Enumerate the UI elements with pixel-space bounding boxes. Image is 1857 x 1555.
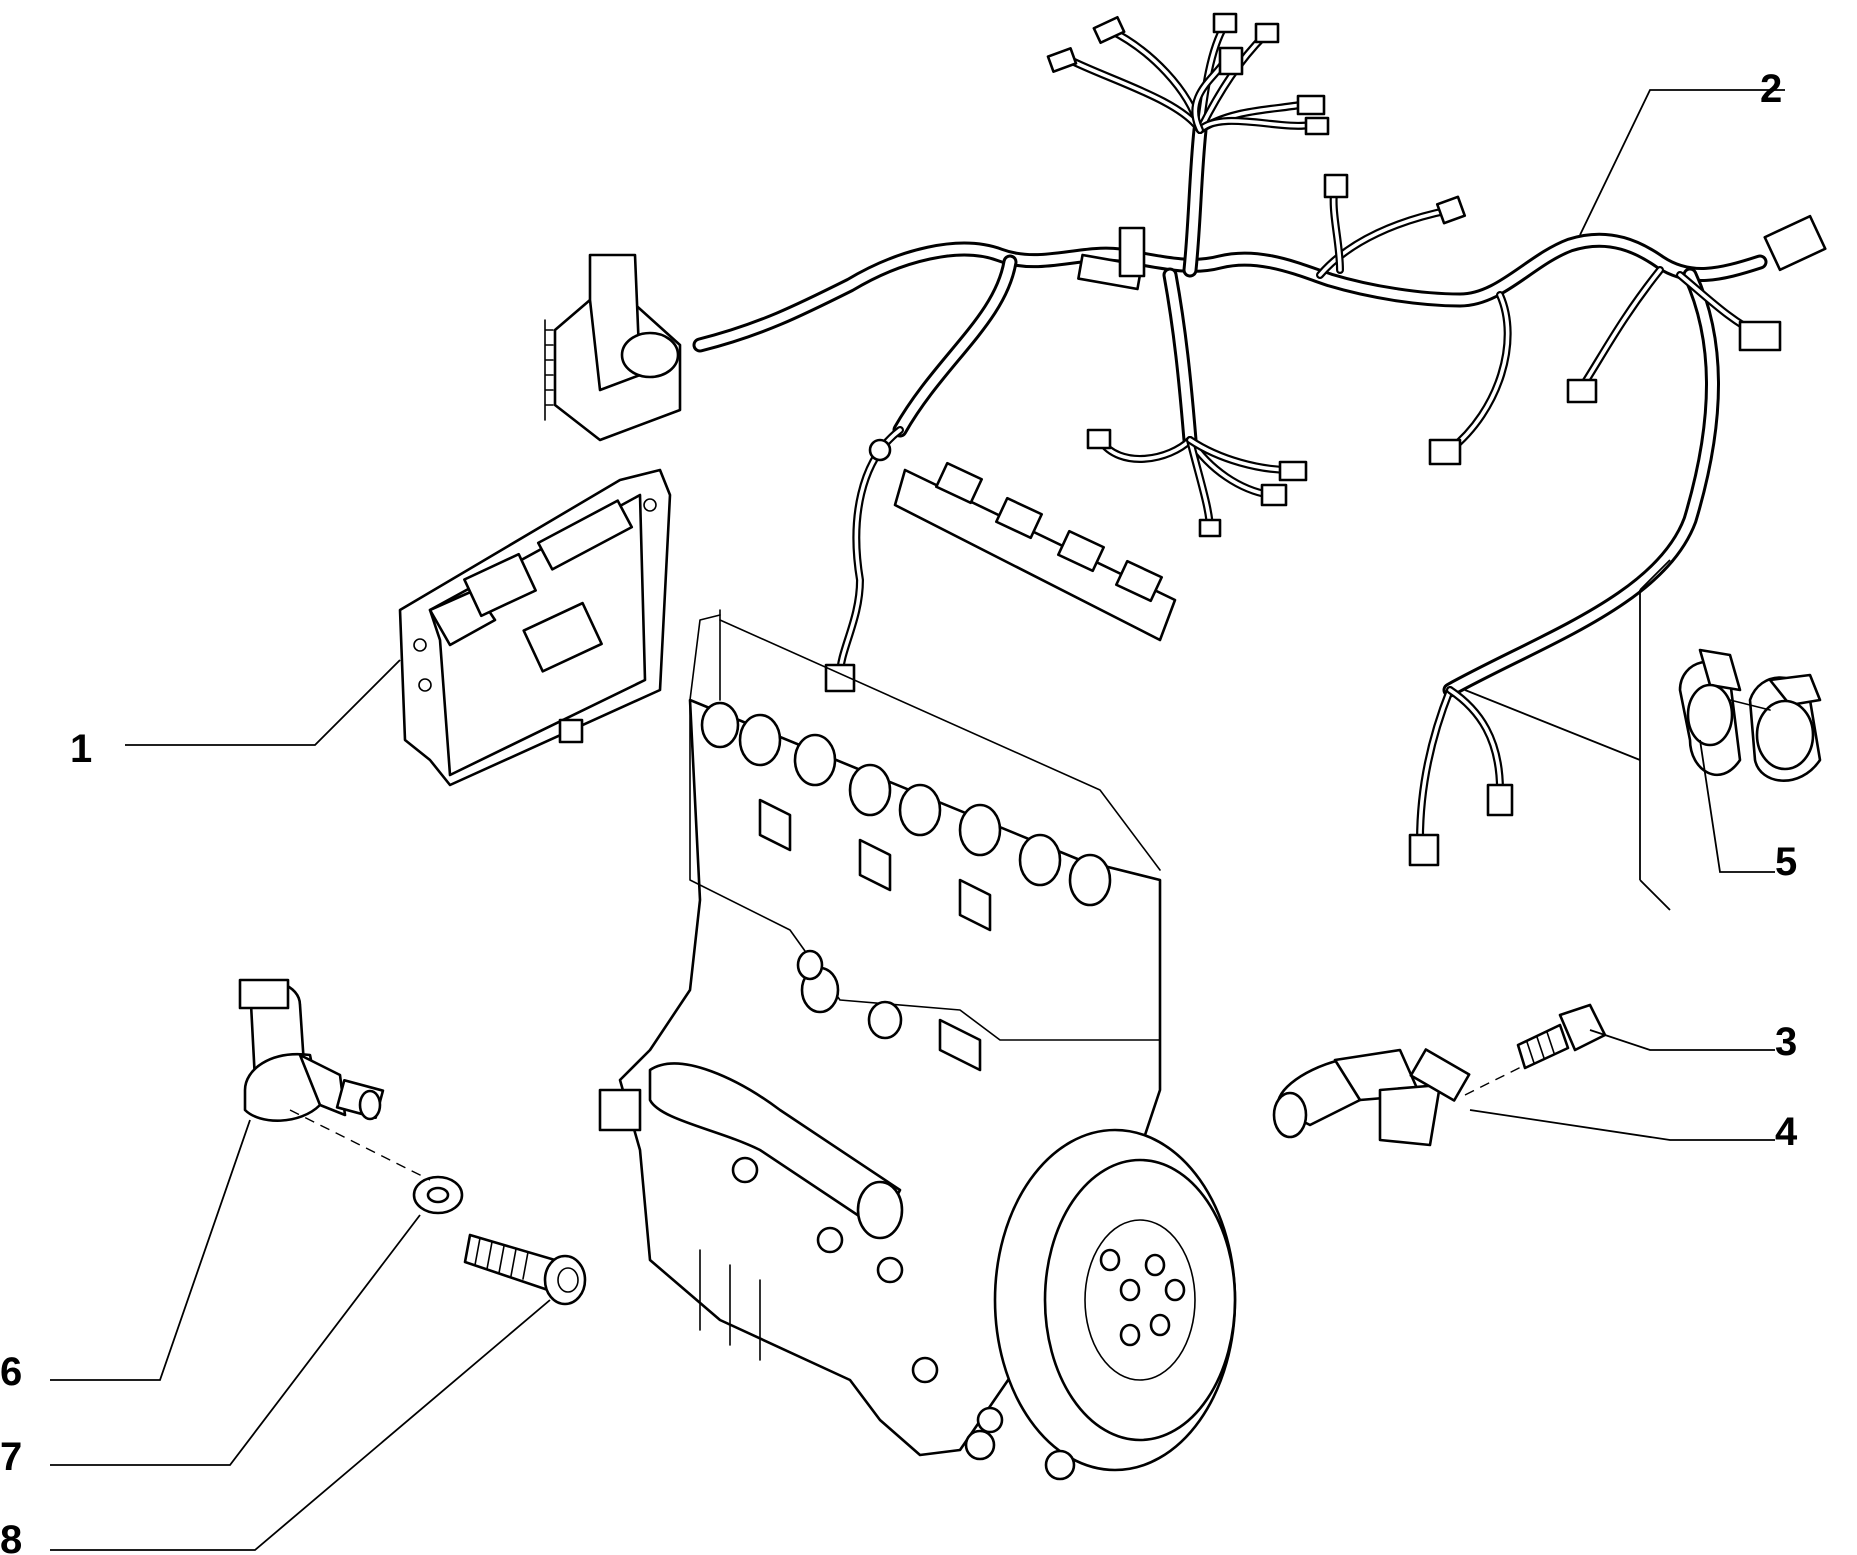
callout-3: 3 (1775, 1020, 1797, 1064)
callout-5: 5 (1775, 840, 1797, 884)
harness-clip (1678, 648, 1822, 782)
callout-8: 8 (0, 1518, 22, 1555)
speed-sensor-right (1272, 1048, 1471, 1147)
callout-2: 2 (1760, 67, 1782, 111)
washer (412, 1175, 464, 1215)
assembly-line-right (1464, 1064, 1526, 1096)
leader-lines (50, 89, 1785, 1551)
callout-6: 6 (0, 1350, 22, 1394)
harness-main-connector (544, 253, 682, 442)
engine-control-unit (398, 468, 672, 787)
wiring-harness (692, 21, 1768, 844)
bolt-right (1516, 1003, 1607, 1070)
engine-block (598, 609, 1237, 1481)
speed-sensor-left (238, 978, 385, 1122)
assembly-line-left (289, 1109, 431, 1181)
harness-connectors (824, 12, 1827, 867)
callout-4: 4 (1775, 1110, 1798, 1154)
bolt-left (463, 1233, 587, 1306)
callout-7: 7 (0, 1435, 22, 1479)
callout-1: 1 (70, 727, 92, 771)
injector-rail (868, 438, 1177, 642)
